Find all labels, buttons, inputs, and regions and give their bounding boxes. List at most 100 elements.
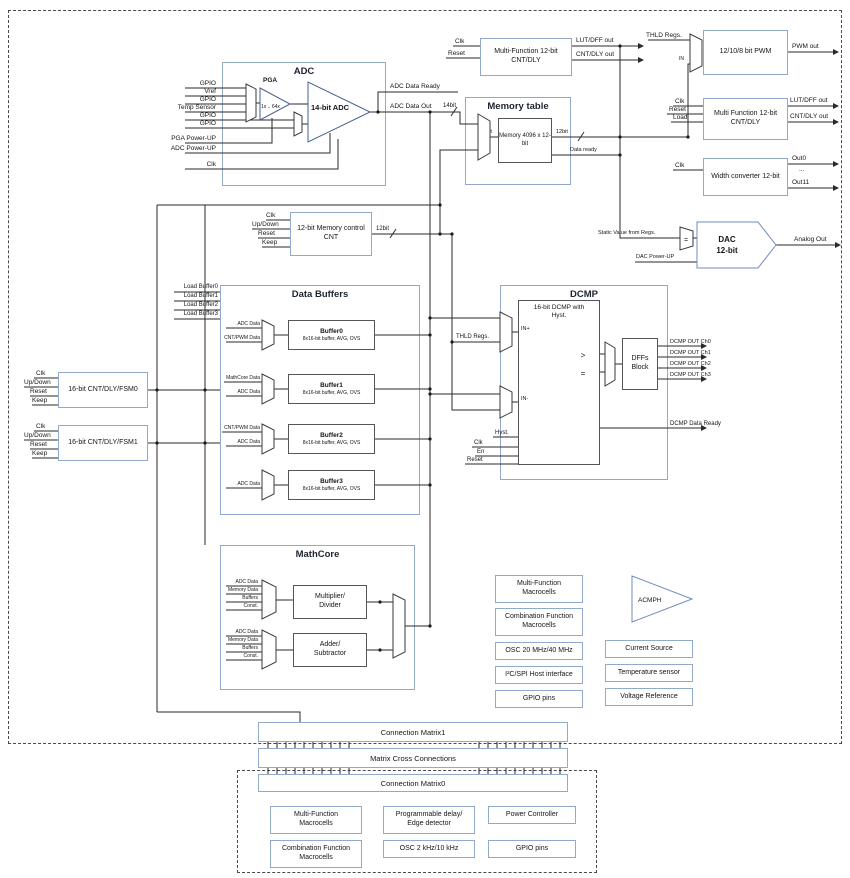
adc-out-data-ready: ADC Data Ready bbox=[390, 83, 440, 90]
load-buffer0-label: Load Buffer0 bbox=[183, 284, 218, 290]
cnt-right-out-lut: LUT/DFF out bbox=[790, 97, 828, 104]
bottom-power-controller: Power Controller bbox=[488, 806, 576, 824]
buffer1-in1-label: MathCore Data bbox=[226, 375, 260, 381]
buffer2-name: Buffer2 bbox=[320, 431, 343, 439]
buffer3-name: Buffer3 bbox=[320, 477, 343, 485]
dcmp-in-en: En bbox=[477, 449, 485, 455]
buffer0-desc: 8x16-bit buffer, AVG, OVS bbox=[302, 335, 361, 342]
buffer1-name: Buffer1 bbox=[320, 381, 343, 389]
dac-in-static-value: Static Value from Regs. bbox=[598, 230, 656, 236]
bottom-combination-macrocells: Combination Function Macrocells bbox=[270, 840, 362, 868]
memory-data-ready-label: Data ready bbox=[570, 147, 597, 153]
adc-in-pga-power: PGA Power-UP bbox=[171, 135, 216, 142]
data-buffers-title: Data Buffers bbox=[291, 289, 349, 300]
dcmp-in-thld: THLD Regs. bbox=[456, 334, 490, 340]
load-buffer1-label: Load Buffer1 bbox=[183, 293, 218, 299]
multiplier-divider-label: Multiplier/ Divider bbox=[315, 593, 345, 609]
memory-control-cnt-box: 12-bit Memory control CNT bbox=[290, 212, 372, 256]
memory-core-box: Memory 4096 x 12-bit bbox=[498, 118, 552, 163]
cnt-right-in-clk: Clk bbox=[675, 98, 685, 105]
dac-in-power: DAC Power-UP bbox=[636, 254, 675, 260]
mem-cnt-out-12bit: 12bit bbox=[376, 226, 390, 232]
mid-i2c-spi: I²C/SPI Host interface bbox=[495, 666, 583, 684]
dcmp-out-ch1: DCMP OUT Ch1 bbox=[670, 350, 711, 356]
fsm1-box: 16-bit CNT/DLY/FSM1 bbox=[58, 425, 148, 461]
matrix-cross-connections-bar: Matrix Cross Connections bbox=[258, 748, 568, 768]
bottom-multifunction-macrocells: Multi-Function Macrocells bbox=[270, 806, 362, 834]
mid-temperature-sensor: Temperature sensor bbox=[605, 664, 693, 682]
mid-current-source: Current Source bbox=[605, 640, 693, 658]
width-conv-out0: Out0 bbox=[792, 155, 807, 162]
cnt-right-box: Multi Function 12-bit CNT/DLY bbox=[703, 98, 788, 140]
cnt-top-in-clk: Clk bbox=[455, 38, 465, 45]
fsm1-in-keep: Keep bbox=[32, 450, 48, 457]
dcmp-out-ch3: DCMP OUT Ch3 bbox=[670, 372, 711, 378]
buffer3-in1-label: ADC Data bbox=[237, 481, 260, 487]
adder-subtractor-label: Adder/ Subtractor bbox=[313, 641, 347, 657]
dcmp-title: DCMP bbox=[570, 289, 598, 300]
adc-in-clk: Clk bbox=[206, 161, 216, 168]
pwm-in-in: IN bbox=[679, 56, 684, 62]
cnt-right-in-load: Load bbox=[673, 114, 688, 121]
mid-voltage-reference: Voltage Reference bbox=[605, 688, 693, 706]
buffer1-in2-label: ADC Data bbox=[237, 389, 260, 395]
memory-bus-in-label: 12bit bbox=[481, 129, 492, 135]
fsm1-in-clk: Clk bbox=[36, 423, 46, 430]
pwm-in-thld: THLD Regs. bbox=[646, 32, 682, 39]
adc-in-temp-sensor: Temp Sensor bbox=[177, 104, 216, 111]
fsm0-in-clk: Clk bbox=[36, 370, 46, 377]
dcmp-out-ch0: DCMP OUT Ch0 bbox=[670, 339, 711, 345]
dcmp-core-box: 16-bit DCMP with Hyst. bbox=[518, 300, 600, 465]
connection-matrix1-bar: Connection Matrix1 bbox=[258, 722, 568, 742]
bottom-programmable-delay: Programmable delay/ Edge detector bbox=[383, 806, 475, 834]
dffs-block-box: DFFs Block bbox=[622, 338, 658, 390]
mid-gpio-pins: GPIO pins bbox=[495, 690, 583, 708]
mathcore-mux2-src3: Const. bbox=[243, 653, 258, 659]
mem-cnt-in-reset: Reset bbox=[258, 230, 275, 237]
mid-multifunction-macrocells: Multi-Function Macrocells bbox=[495, 575, 583, 603]
dac-out-analog: Analog Out bbox=[794, 236, 827, 243]
adc-in-gpio-a: GPIO bbox=[199, 80, 216, 87]
mem-cnt-in-clk: Clk bbox=[266, 212, 276, 219]
load-buffer3-label: Load Buffer3 bbox=[183, 311, 218, 317]
mathcore-mux2-src2: Buffers bbox=[242, 645, 258, 651]
memory-bus-out-label: 12bit bbox=[556, 129, 568, 135]
mathcore-mux1-src3: Const. bbox=[243, 603, 258, 609]
mem-cnt-in-keep: Keep bbox=[262, 239, 278, 246]
buffer1-desc: 8x16-bit buffer, AVG, OVS bbox=[302, 389, 361, 396]
adc-title: ADC bbox=[293, 66, 315, 77]
buffer3-desc: 8x16-bit buffer, AVG, OVS bbox=[302, 485, 361, 492]
buffer0-box: Buffer0 8x16-bit buffer, AVG, OVS bbox=[288, 320, 375, 350]
connection-matrix0-bar: Connection Matrix0 bbox=[258, 774, 568, 792]
mathcore-mux2-src0: ADC Data bbox=[235, 629, 258, 635]
buffer3-box: Buffer3 8x16-bit buffer, AVG, OVS bbox=[288, 470, 375, 500]
adc-bus-14bit: 14bit bbox=[443, 103, 457, 109]
low-power-domain-boundary bbox=[237, 770, 597, 873]
adder-subtractor-box: Adder/ Subtractor bbox=[293, 633, 367, 667]
buffer1-box: Buffer1 8x16-bit buffer, AVG, OVS bbox=[288, 374, 375, 404]
buffer2-desc: 8x16-bit buffer, AVG, OVS bbox=[302, 439, 361, 446]
adc-in-gpio-c: GPIO bbox=[199, 112, 216, 119]
mem-cnt-in-updown: Up/Down bbox=[252, 221, 279, 228]
mathcore-mux2-src1: Memory Data bbox=[227, 637, 258, 643]
fsm0-in-updown: Up/Down bbox=[24, 379, 51, 386]
cnt-right-in-reset: Reset bbox=[669, 106, 686, 113]
cnt-top-box: Multi-Function 12-bit CNT/DLY bbox=[480, 38, 572, 76]
mid-combination-macrocells: Combination Function Macrocells bbox=[495, 608, 583, 636]
adc-block: ADC bbox=[222, 62, 386, 186]
mathcore-title: MathCore bbox=[295, 549, 340, 560]
multiplier-divider-box: Multiplier/ Divider bbox=[293, 585, 367, 619]
buffer2-in1-label: CNT/PWM Data bbox=[224, 425, 260, 431]
buffer0-name: Buffer0 bbox=[320, 327, 343, 335]
memory-table-title: Memory table bbox=[487, 101, 549, 112]
cnt-right-out-cnt: CNT/DLY out bbox=[790, 113, 829, 120]
dcmp-in-hyst: Hyst. bbox=[495, 430, 509, 436]
cnt-top-in-reset: Reset bbox=[448, 50, 465, 57]
pwm-box: 12/10/8 bit PWM bbox=[703, 30, 788, 75]
mid-osc: OSC 20 MHz/40 MHz bbox=[495, 642, 583, 660]
mathcore-mux1-src0: ADC Data bbox=[235, 579, 258, 585]
dcmp-in-minus: IN- bbox=[521, 396, 529, 402]
fsm1-in-updown: Up/Down bbox=[24, 432, 51, 439]
fsm1-in-reset: Reset bbox=[30, 441, 47, 448]
